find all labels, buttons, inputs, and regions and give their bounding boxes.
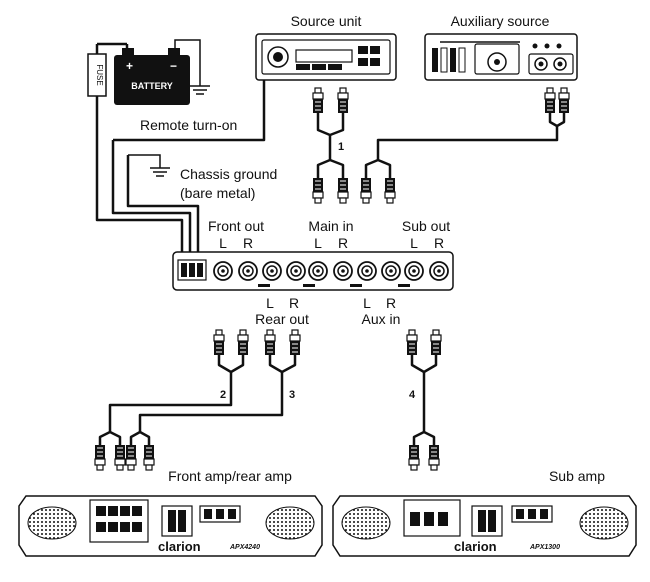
cable-4-number: 4 xyxy=(409,389,416,401)
main-in-R: R xyxy=(338,235,348,251)
sub-out-L: L xyxy=(410,235,418,251)
sub-amp: clarion APX1300 xyxy=(332,495,637,557)
main-in-R-jack xyxy=(333,261,353,281)
battery: + − BATTERY xyxy=(114,48,190,105)
main-in-L-jack xyxy=(308,261,328,281)
source-unit xyxy=(255,33,397,81)
aux-in-L-jack xyxy=(357,261,377,281)
aux-in-L: L xyxy=(363,295,371,311)
cable-2: 2 xyxy=(94,329,249,471)
battery-minus: − xyxy=(170,59,177,73)
cable-1-number: 1 xyxy=(338,141,344,153)
sub-out-L-jack xyxy=(404,261,424,281)
sub-out-R-jack xyxy=(429,261,449,281)
rear-out-L: L xyxy=(266,295,274,311)
fuse: FUSE xyxy=(87,53,107,97)
sub-amp-label: Sub amp xyxy=(549,468,605,484)
rear-out-R: R xyxy=(289,295,299,311)
aux-in-R: R xyxy=(386,295,396,311)
front-out-L-jack xyxy=(213,261,233,281)
rear-out-R-jack xyxy=(286,261,306,281)
chassis-ground-label: Chassis ground xyxy=(180,166,277,182)
cable-1: 1 xyxy=(312,87,349,204)
front-out-L: L xyxy=(219,235,227,251)
front-out-R-jack xyxy=(238,261,258,281)
front-amp-label: Front amp/rear amp xyxy=(168,468,292,484)
chassis-ground-icon xyxy=(149,167,171,177)
front-out-R: R xyxy=(243,235,253,251)
front-amp: clarion APX4240 xyxy=(18,495,323,557)
aux-in-R-jack xyxy=(381,261,401,281)
battery-ground-icon xyxy=(189,85,211,95)
cable-3: 3 xyxy=(125,329,301,471)
source-unit-label: Source unit xyxy=(291,13,362,29)
front-out-label: Front out xyxy=(208,218,264,234)
main-in-L: L xyxy=(314,235,322,251)
battery-plus: + xyxy=(126,59,133,73)
sub-amp-model: APX1300 xyxy=(529,544,560,551)
cable-2-number: 2 xyxy=(220,389,226,401)
battery-label: BATTERY xyxy=(131,81,173,91)
sub-out-label: Sub out xyxy=(402,218,450,234)
auxiliary-source xyxy=(424,33,578,81)
cable-3-number: 3 xyxy=(289,389,295,401)
sub-amp-brand: clarion xyxy=(454,539,497,554)
bare-metal-label: (bare metal) xyxy=(180,185,255,201)
front-amp-model: APX4240 xyxy=(229,544,260,551)
remote-turn-on-label: Remote turn-on xyxy=(140,117,237,133)
cable-4: 4 xyxy=(406,329,442,471)
rear-out-label: Rear out xyxy=(255,311,309,327)
aux-cable xyxy=(360,87,570,204)
aux-in-label: Aux in xyxy=(362,311,401,327)
processor-unit xyxy=(172,251,454,291)
front-amp-brand: clarion xyxy=(158,539,201,554)
rear-out-L-jack xyxy=(262,261,282,281)
auxiliary-source-label: Auxiliary source xyxy=(451,13,550,29)
sub-out-R: R xyxy=(434,235,444,251)
fuse-label: FUSE xyxy=(95,64,104,85)
main-in-label: Main in xyxy=(308,218,353,234)
